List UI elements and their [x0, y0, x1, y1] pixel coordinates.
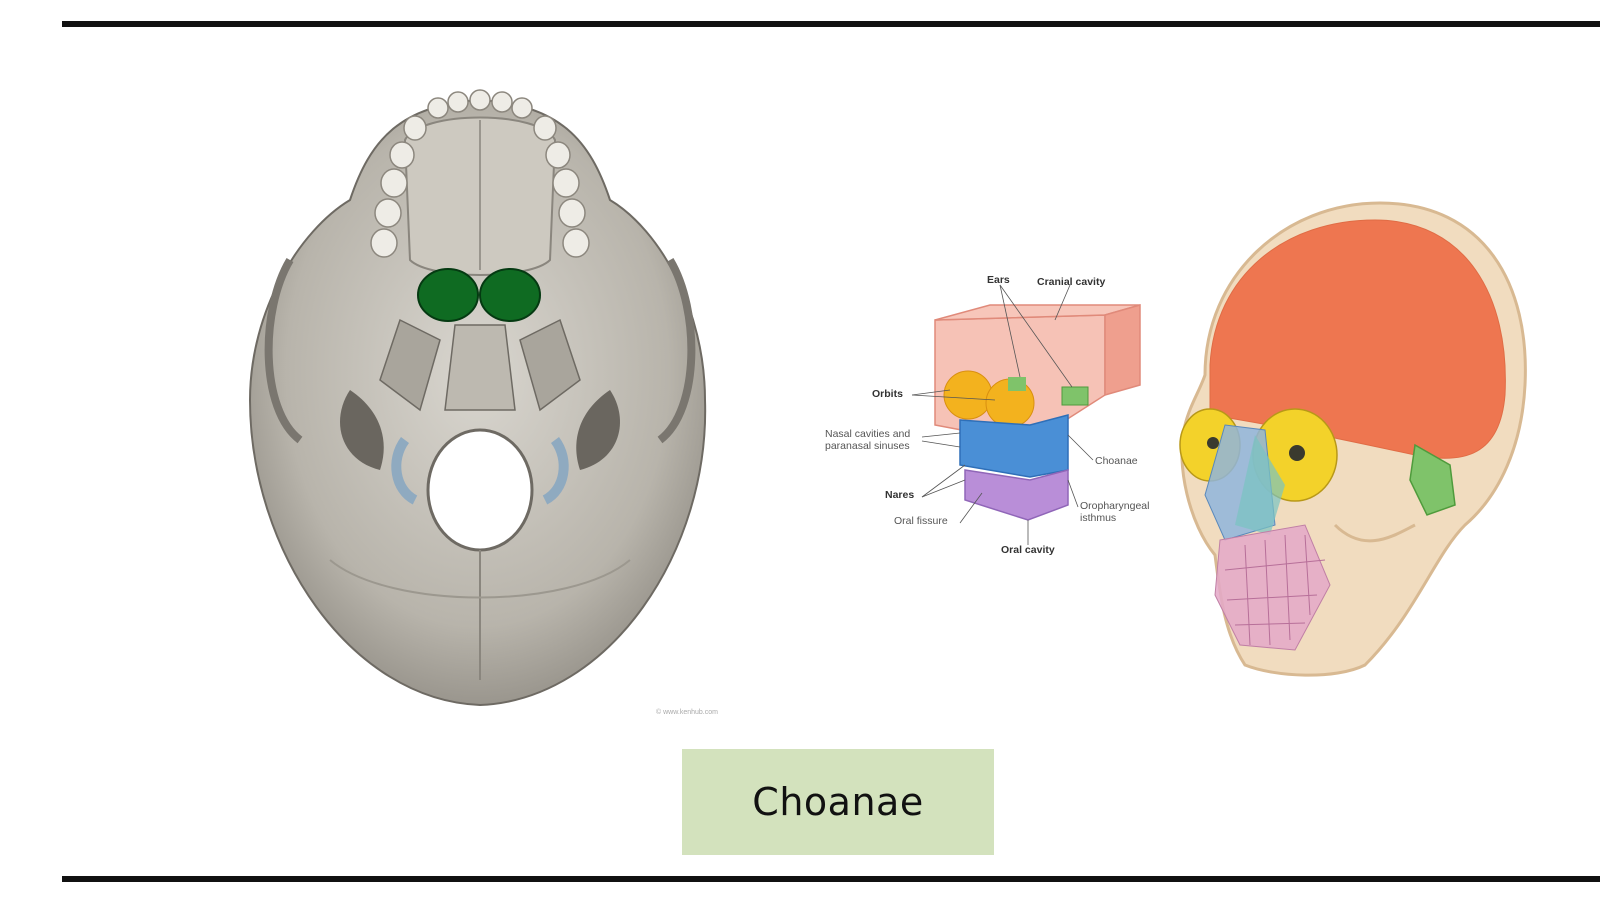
right-choana	[479, 268, 541, 322]
label-choanae: Choanae	[1095, 455, 1138, 467]
foramen-magnum	[426, 428, 534, 552]
caption-text: Choanae	[752, 780, 924, 824]
tooth	[427, 97, 449, 119]
top-rule	[62, 21, 1600, 27]
skull-inferior-view-image	[248, 89, 707, 707]
tooth	[447, 91, 469, 113]
label-orbits: Orbits	[872, 388, 903, 400]
tooth	[469, 89, 491, 111]
label-oral-fissure: Oral fissure	[894, 515, 948, 527]
label-nasal-cavities-line2: paranasal sinuses	[825, 440, 910, 452]
label-oropharyngeal-line1: Oropharyngeal	[1080, 500, 1150, 512]
orbit-shape	[943, 370, 993, 420]
label-nasal-cavities-line1: Nasal cavities and	[825, 428, 911, 440]
caption-box: Choanae	[682, 749, 994, 855]
ear-shape	[1061, 386, 1089, 406]
tooth	[491, 91, 513, 113]
tooth	[511, 97, 533, 119]
bottom-rule	[62, 876, 1600, 882]
label-oral-cavity: Oral cavity	[1001, 544, 1055, 556]
head-cavities-diagram: Ears Cranial cavity Orbits Nasal cavitie…	[810, 265, 1180, 565]
left-choana	[417, 268, 479, 322]
label-oropharyngeal-line2: isthmus	[1080, 512, 1117, 524]
label-cranial-cavity: Cranial cavity	[1037, 276, 1106, 288]
image-credit: © www.kenhub.com	[656, 709, 718, 716]
ear-shape	[1008, 377, 1026, 391]
skull-cavities-image	[1179, 201, 1527, 677]
label-nares: Nares	[885, 489, 915, 501]
label-ears: Ears	[987, 274, 1010, 286]
